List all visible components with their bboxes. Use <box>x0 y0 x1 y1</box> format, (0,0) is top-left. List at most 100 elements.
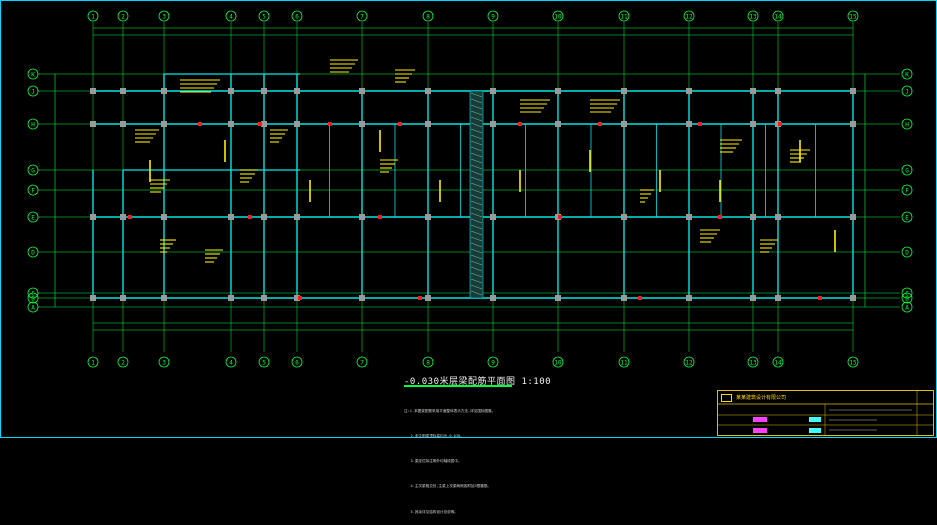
column <box>228 121 234 127</box>
red-marker <box>558 215 562 219</box>
axis-label: 11 <box>620 14 628 21</box>
axis-label: F <box>31 188 35 195</box>
red-marker <box>598 122 602 126</box>
axis-label: 8 <box>426 360 430 367</box>
axis-bubble <box>552 356 564 368</box>
axis-label: 12 <box>685 14 693 21</box>
column <box>261 214 267 220</box>
axis-label: 14 <box>774 14 782 21</box>
hatch-line <box>470 278 483 284</box>
column <box>775 88 781 94</box>
drawing-notes: 注:1.本图梁配筋采用平面整体表示方法,详见国标图集。 2.未注明梁顶标高均为-… <box>404 390 495 525</box>
column <box>686 214 692 220</box>
column <box>775 295 781 301</box>
hatch-line <box>470 260 483 266</box>
hatch-line <box>470 254 483 260</box>
axis-label: H <box>31 122 35 129</box>
column <box>555 295 561 301</box>
column <box>228 295 234 301</box>
axis-bubble <box>27 292 39 304</box>
column <box>555 121 561 127</box>
drawing-title: -0.030米层梁配筋平面图 1:100 <box>404 374 551 387</box>
note-line: 5.其余详见结构设计总说明。 <box>404 509 458 514</box>
hatch-line <box>470 182 483 188</box>
hatch-line <box>470 230 483 236</box>
axis-label: 10 <box>554 360 562 367</box>
column <box>90 121 96 127</box>
red-marker <box>258 122 262 126</box>
axis-bubble <box>27 301 39 313</box>
axis-bubble <box>27 184 39 196</box>
note-line: 4.主次梁相交处,主梁上次梁两侧各附加3根箍筋。 <box>404 484 492 489</box>
axis-bubble <box>901 246 913 258</box>
hatch-line <box>470 158 483 164</box>
column <box>161 214 167 220</box>
column <box>359 295 365 301</box>
column <box>686 121 692 127</box>
axis-bubble <box>158 356 170 368</box>
red-marker <box>328 122 332 126</box>
axis-bubble <box>87 10 99 22</box>
column <box>294 88 300 94</box>
red-marker <box>818 296 822 300</box>
axis-bubble <box>27 287 39 299</box>
column <box>621 121 627 127</box>
column <box>90 214 96 220</box>
axis-label: B <box>31 296 35 303</box>
hatch-line <box>470 224 483 230</box>
axis-label: 1 <box>91 14 95 21</box>
axis-label: 3 <box>162 14 166 21</box>
axis-label: 4 <box>229 360 233 367</box>
axis-bubble <box>422 356 434 368</box>
column <box>359 121 365 127</box>
axis-bubble <box>422 10 434 22</box>
axis-bubble <box>258 356 270 368</box>
axis-bubble <box>772 356 784 368</box>
hatch-line <box>470 152 483 158</box>
axis-label: G <box>905 168 909 175</box>
axis-label: A <box>31 305 35 312</box>
column <box>750 295 756 301</box>
axis-label: 6 <box>295 360 299 367</box>
column <box>775 214 781 220</box>
drawing-scale: 1:100 <box>521 377 552 387</box>
axis-bubble <box>901 85 913 97</box>
axis-label: 5 <box>262 360 266 367</box>
hatch-line <box>470 134 483 140</box>
axis-bubble <box>901 301 913 313</box>
hatch-line <box>470 140 483 146</box>
hatch-line <box>470 146 483 152</box>
axis-bubble <box>901 68 913 80</box>
hatch-line <box>470 164 483 170</box>
column <box>621 214 627 220</box>
axis-label: 9 <box>491 14 495 21</box>
hatch-line <box>470 110 483 116</box>
axis-bubble <box>356 10 368 22</box>
axis-bubble <box>27 211 39 223</box>
hatch-line <box>470 188 483 194</box>
company-name: 某某建筑设计有限公司 <box>736 395 787 401</box>
hatch-line <box>470 122 483 128</box>
red-marker <box>128 215 132 219</box>
axis-bubble <box>27 85 39 97</box>
axis-label: G <box>31 168 35 175</box>
column <box>359 214 365 220</box>
column <box>850 214 856 220</box>
axis-label: K <box>905 72 909 79</box>
column <box>228 88 234 94</box>
axis-label: E <box>31 215 35 222</box>
column <box>490 295 496 301</box>
axis-label: 3 <box>162 360 166 367</box>
axis-bubble <box>27 68 39 80</box>
note-line: 2.未注明梁顶标高均为-0.030。 <box>404 434 464 439</box>
red-marker <box>378 215 382 219</box>
red-marker <box>298 296 302 300</box>
axis-label: A <box>905 305 909 312</box>
note-line: 3.梁定位除注明外均轴线居中。 <box>404 459 462 464</box>
column <box>161 88 167 94</box>
hatch-line <box>470 266 483 272</box>
column <box>555 88 561 94</box>
column <box>261 88 267 94</box>
axis-bubble <box>291 10 303 22</box>
axis-label: 2 <box>121 360 125 367</box>
